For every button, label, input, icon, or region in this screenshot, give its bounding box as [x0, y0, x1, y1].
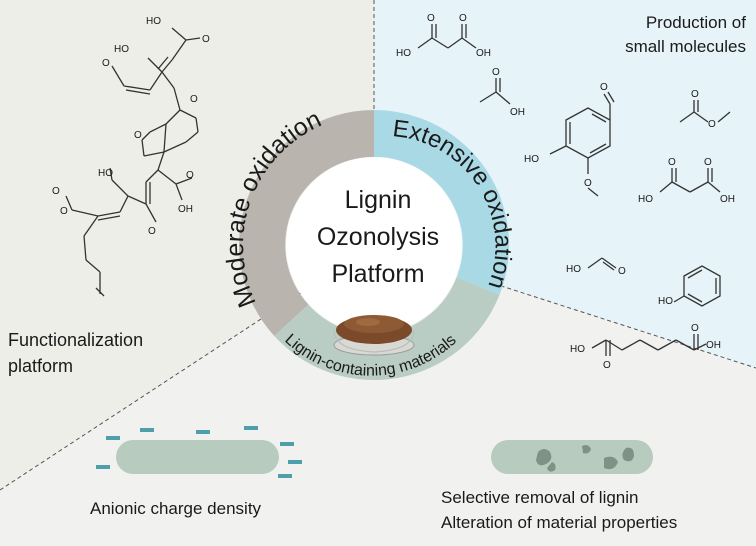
chem-label-o: O: [584, 178, 592, 189]
chem-label-o: O: [134, 130, 142, 141]
formic-acid-structure: HO O: [566, 257, 626, 277]
center-title-line1: Lignin: [345, 186, 412, 214]
chem-label-ho: HO: [658, 296, 673, 307]
chem-label-oh: OH: [476, 48, 491, 59]
selective-label-line2: Alteration of material properties: [441, 513, 677, 532]
chem-label-o: O: [202, 34, 210, 45]
chem-label-oh: OH: [178, 204, 193, 215]
functionalization-label-line1: Functionalization: [8, 330, 143, 350]
chem-label-o: O: [600, 82, 608, 93]
chem-label-o: O: [492, 67, 500, 78]
phenol-structure: HO: [658, 265, 721, 307]
oxalic-acid-structure: O O HO OH: [396, 13, 491, 59]
chem-label-oh: OH: [720, 194, 735, 205]
chem-label-o: O: [691, 89, 699, 100]
chem-label-o: O: [708, 119, 716, 130]
chem-label-ho: HO: [638, 194, 653, 205]
functionalization-label-line2: platform: [8, 356, 73, 376]
chem-label-ho: HO: [146, 16, 161, 27]
chem-label-o: O: [190, 94, 198, 105]
chem-label-o: O: [603, 360, 611, 371]
selective-label-line1: Selective removal of lignin: [441, 488, 638, 507]
vanillin-structure: O HO O: [524, 82, 615, 197]
ring-materials: [274, 277, 500, 381]
chem-label-o: O: [186, 170, 194, 181]
center-disc: [286, 157, 462, 333]
chem-label-o: O: [618, 266, 626, 277]
chem-label-ho: HO: [524, 154, 539, 165]
ring-extensive: [374, 109, 510, 295]
lignin-powder-dish-icon: [333, 315, 415, 356]
chem-label-ho: HO: [98, 168, 113, 179]
functionalized-lignin-structure: HO O HO O O O HO O O O O OH: [52, 16, 210, 297]
chem-label-ho: HO: [570, 344, 585, 355]
upper-left-sector: [0, 0, 374, 490]
malonic-acid-structure: O O HO OH: [638, 157, 735, 205]
chem-label-o: O: [427, 13, 435, 24]
chem-label-o: O: [148, 226, 156, 237]
methyl-acetate-structure: O O: [679, 89, 731, 130]
chem-label-o: O: [704, 157, 712, 168]
chem-label-o: O: [459, 13, 467, 24]
chem-label-o: O: [691, 323, 699, 334]
upper-right-sector: [374, 0, 756, 368]
production-label-line1: Production of: [646, 13, 746, 32]
chem-label-o: O: [102, 58, 110, 69]
anionic-charged-bar: [116, 440, 279, 474]
chem-label-o: O: [668, 157, 676, 168]
adipic-acid-structure: HO O O OH: [570, 323, 721, 371]
chem-label-ho: HO: [114, 44, 129, 55]
material-bar-with-removed-lignin: [491, 440, 653, 474]
chem-label-o: O: [60, 206, 68, 217]
chem-label-ho: HO: [566, 264, 581, 275]
chem-label-o: O: [52, 186, 60, 197]
chem-label-ho: HO: [396, 48, 411, 59]
ring-moderate: [239, 110, 374, 336]
charge-marks: [96, 426, 302, 478]
chem-label-oh: OH: [510, 107, 525, 118]
production-label-line2: small molecules: [625, 37, 746, 56]
acetic-acid-structure: O OH: [479, 67, 525, 118]
anionic-label: Anionic charge density: [90, 499, 262, 518]
center-title-line2: Ozonolysis: [317, 223, 439, 251]
center-title-line3: Platform: [331, 260, 424, 288]
chem-label-oh: OH: [706, 340, 721, 351]
